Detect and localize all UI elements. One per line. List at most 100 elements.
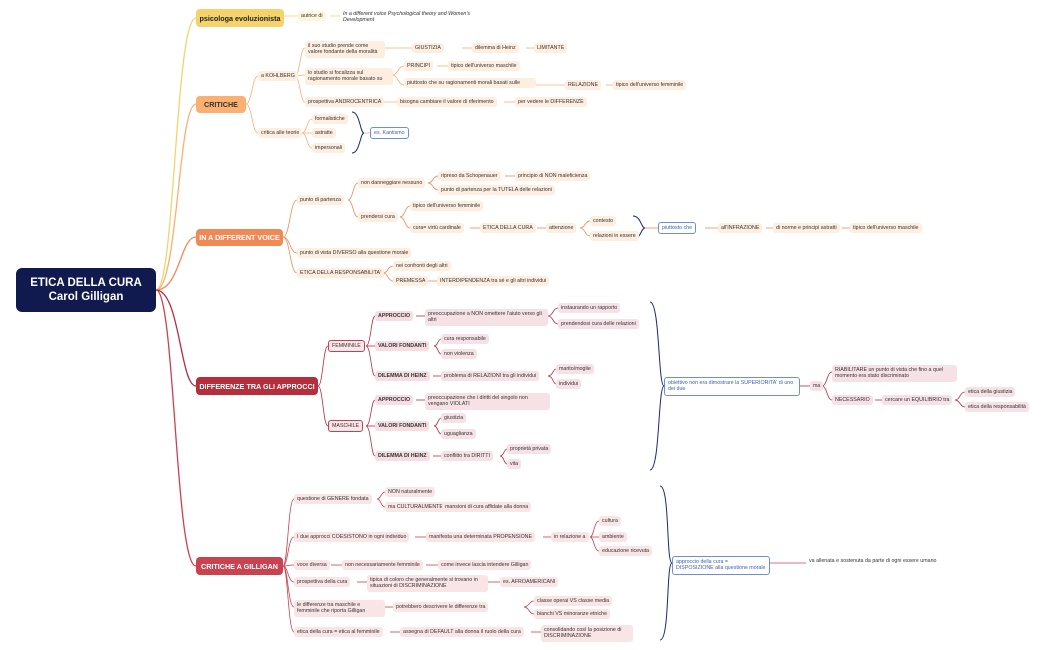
nei-confronti-node[interactable]: nei confronti degli altri — [393, 261, 451, 272]
conflitto-diritti-node[interactable]: conflitto tra DIRITTI — [441, 451, 493, 462]
m-approccio-node[interactable]: APPROCCIO — [375, 395, 414, 406]
coesistono-node[interactable]: I due approcci COESISTONO in ogni indivi… — [294, 532, 410, 543]
f-valori-node[interactable]: VALORI FONDANTI — [375, 341, 430, 352]
norme-astratti-node[interactable]: di norme e principi astratti — [773, 223, 840, 234]
tipico-femminile-node-2[interactable]: tipico dell'universo femminile — [410, 201, 484, 212]
problema-relazioni-node[interactable]: problema di RELAZIONI tra gli individui — [441, 371, 540, 382]
ambiente-node[interactable]: ambiente — [599, 532, 627, 543]
approccio-cura-node[interactable]: approccio della cura = DISPOSIZIONE alla… — [672, 556, 770, 575]
giustizia-node[interactable]: GIUSTIZIA — [412, 43, 444, 54]
interdipendenza-node[interactable]: INTERDIPENDENZA tra sé e gli altri indiv… — [437, 276, 550, 287]
tipico-femminile-node[interactable]: tipico dell'universo femminile — [613, 80, 687, 91]
cura-virtu-node[interactable]: cura= virtù cardinale — [410, 223, 464, 234]
kantismo-node[interactable]: es. Kantismo — [370, 127, 409, 140]
branch-critiche[interactable]: CRITICHE — [196, 96, 246, 113]
assegna-default-node[interactable]: assegna di DEFAULT alla donna il ruolo d… — [400, 627, 524, 638]
cultura-node[interactable]: cultura — [599, 516, 621, 527]
vita-node[interactable]: vita — [507, 459, 522, 470]
etica-responsabilita-node-2[interactable]: etica della responsabilità — [965, 402, 1030, 413]
marito-moglie-node[interactable]: marito/moglie — [556, 364, 594, 375]
non-danneggiare-node[interactable]: non danneggiare nessuno — [358, 178, 426, 189]
tipico-maschile-node-2[interactable]: tipico dell'universo maschile — [850, 223, 922, 234]
attenzione-node[interactable]: attenzione — [546, 223, 577, 234]
femminile-node[interactable]: FEMMINILE — [328, 340, 365, 353]
uguaglianza-node[interactable]: uguaglianza — [441, 429, 476, 440]
f-dilemma-node[interactable]: DILEMMA DI HEINZ — [375, 371, 430, 382]
k2-node[interactable]: lo studio si focalizza sul ragionamento … — [305, 68, 393, 85]
astratte-node[interactable]: astratte — [312, 128, 336, 139]
etica-giustizia-node[interactable]: etica della giustizia — [965, 387, 1016, 398]
prendersi-cura-node[interactable]: prendersi cura — [358, 212, 398, 223]
ma-culturalmente-node[interactable]: ma CULTURALMENTE — [385, 502, 446, 513]
f-approccio-desc-node[interactable]: preoccupazione a NON omettere l'aiuto ve… — [425, 309, 548, 326]
riabilitare-node[interactable]: RIABILITARE un punto di vista che fino a… — [832, 365, 957, 382]
afroamericani-node[interactable]: es. AFROAMERICANI — [500, 577, 559, 588]
individui-node[interactable]: individui — [556, 379, 582, 390]
branch-psicologa[interactable]: psicologa evoluzionista — [196, 9, 284, 27]
branch-different-voice[interactable]: IN A DIFFERENT VOICE — [196, 229, 283, 246]
kohlberg-node[interactable]: a KOHLBERG — [258, 71, 298, 82]
limitante-node[interactable]: LIMITANTE — [534, 43, 568, 54]
androcentrica-node[interactable]: prospettiva ANDROCENTRICA — [305, 97, 385, 108]
relazioni-essere-node[interactable]: relazioni in essere — [590, 231, 639, 242]
non-necessariamente-node[interactable]: non necessariamente femminile — [342, 560, 423, 571]
bianchi-node[interactable]: bianchi VS minoranze etniche — [534, 609, 611, 620]
etica-femminile-node[interactable]: etica della cura = etica al femminile — [294, 627, 383, 638]
etica-responsabilita-node[interactable]: ETICA DELLA RESPONSABILITA' — [297, 268, 384, 279]
schopenauer-node[interactable]: ripreso da Schopenauer — [438, 171, 501, 182]
principi-node[interactable]: PRINCIPI — [404, 61, 433, 72]
formalistiche-node[interactable]: formalistiche — [312, 114, 348, 125]
infrazione-node[interactable]: all'INFRAZIONE — [718, 223, 763, 234]
va-allenata-node[interactable]: va allenata e sostenuta da parte di ogni… — [809, 558, 937, 564]
tipico-maschile-node[interactable]: tipico dell'universo maschile — [448, 61, 520, 72]
impersonali-node[interactable]: impersonali — [312, 143, 346, 154]
m-approccio-desc-node[interactable]: preoccupazione che i diritti del singolo… — [425, 393, 550, 410]
per-vedere-node[interactable]: per vedere le DIFFERENZE — [515, 97, 587, 108]
book-node[interactable]: In a different voice Psychological theor… — [343, 11, 471, 24]
obiettivo-node[interactable]: obiettivo non era dimostrare la SUPERIOR… — [664, 377, 800, 396]
punto-partenza-node[interactable]: punto di partenza — [297, 195, 344, 206]
giustizia-node-2[interactable]: giustizia — [441, 413, 467, 424]
non-violenza-node[interactable]: non violenza — [441, 349, 477, 360]
tipica-discriminazione-node[interactable]: tipica di coloro che generalmente si tro… — [367, 575, 488, 592]
in-relazione-node[interactable]: in relazione a — [551, 532, 589, 543]
proprieta-node[interactable]: proprietà privata — [507, 444, 552, 455]
relazione-node[interactable]: RELAZIONE — [565, 80, 602, 91]
root-node[interactable]: ETICA DELLA CURA Carol Gilligan — [16, 268, 156, 312]
maschile-node[interactable]: MASCHILE — [328, 420, 364, 433]
etica-cura-node[interactable]: ETICA DELLA CURA — [480, 223, 536, 234]
educazione-node[interactable]: educazione ricevuta — [599, 546, 653, 557]
dilemma-heinz-node[interactable]: dilemma di Heinz — [472, 43, 519, 54]
non-naturalmente-node[interactable]: NON naturalmente — [385, 487, 436, 498]
branch-differenze[interactable]: DIFFERENZE TRA GLI APPROCCI — [196, 377, 318, 395]
ma-node[interactable]: ma — [810, 381, 824, 392]
branch-critiche-gilligan[interactable]: CRITICHE A GILLIGAN — [196, 557, 283, 575]
non-maleficienza-node[interactable]: principio di NON maleficienza — [515, 171, 591, 182]
propensione-node[interactable]: manifesta una determinata PROPENSIONE — [426, 532, 536, 543]
prendendosi-node[interactable]: prendendosi cura delle relazioni — [558, 319, 639, 330]
come-invece-node[interactable]: come invece lascia intendere Gilligan — [438, 560, 532, 571]
contesto-node[interactable]: contesto — [590, 216, 617, 227]
punto-vista-node[interactable]: punto di vista DIVERSO alla questione mo… — [297, 248, 412, 259]
cercare-equilibrio-node[interactable]: cercare un EQUILIBRIO tra — [882, 395, 953, 406]
classe-operai-node[interactable]: classe operai VS classe media — [534, 596, 613, 607]
k1-node[interactable]: il suo studio prende come valore fondant… — [305, 41, 385, 58]
instaurando-node[interactable]: instaurando un rapporto — [558, 303, 621, 314]
piuttosto-node[interactable]: piuttosto che su ragionamenti morali bas… — [404, 78, 536, 89]
m-dilemma-node[interactable]: DILEMMA DI HEINZ — [375, 451, 430, 462]
piuttosto-che-node[interactable]: piuttosto che — [658, 222, 697, 235]
critica-teorie-node[interactable]: critica alle teorie — [258, 128, 303, 139]
prospettiva-cura-node[interactable]: prospettiva della cura — [294, 577, 351, 588]
autrice-node[interactable]: autrice di — [298, 11, 326, 22]
differenze-node[interactable]: le differenze tra maschile e femminile c… — [294, 600, 385, 617]
consolidando-node[interactable]: consolidando così la posizione di DISCRI… — [541, 625, 633, 642]
f-approccio-node[interactable]: APPROCCIO — [375, 311, 414, 322]
voce-diversa-node[interactable]: voce diversa — [294, 560, 330, 571]
m-valori-node[interactable]: VALORI FONDANTI — [375, 421, 430, 432]
bisogna-node[interactable]: bisogna cambiare il valore di riferiment… — [397, 97, 497, 108]
necessario-node[interactable]: NECESSARIO — [832, 395, 873, 406]
cura-responsabile-node[interactable]: cura responsabile — [441, 334, 489, 345]
premessa-node[interactable]: PREMESSA — [393, 276, 429, 287]
potrebbero-node[interactable]: potrebbero descrivere le differenze tra — [393, 602, 489, 613]
mansioni-node[interactable]: mansioni di cura affidate alla donna — [442, 502, 532, 513]
